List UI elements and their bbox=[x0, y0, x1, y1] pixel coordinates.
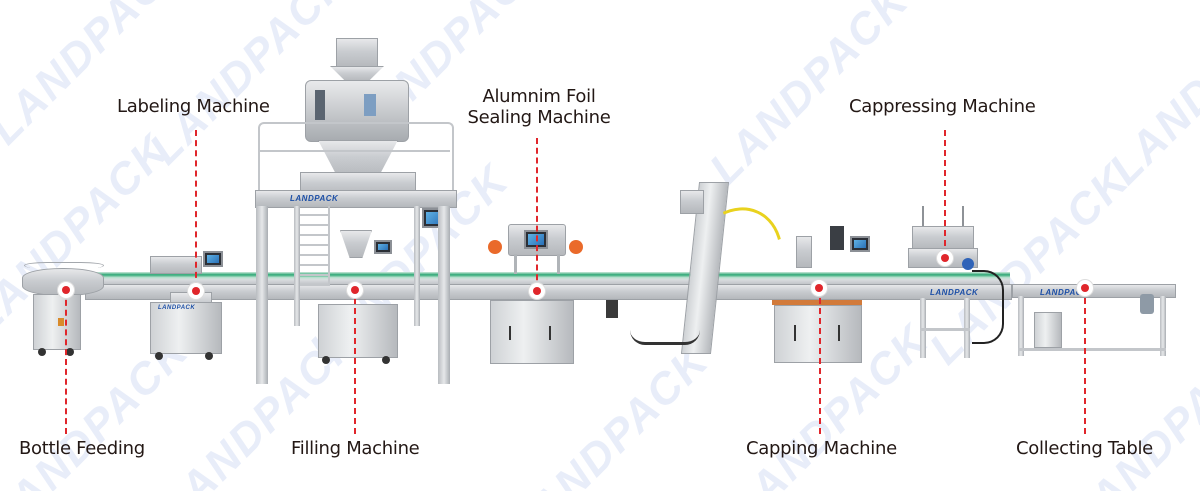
label-foil-sealing-machine: Alumnim Foil Sealing Machine bbox=[464, 86, 614, 128]
callout-dot-bottle-feeding bbox=[58, 282, 74, 298]
callout-dot-cappressing bbox=[937, 250, 953, 266]
callout-line-capping bbox=[819, 288, 821, 434]
callout-dot-filling bbox=[347, 282, 363, 298]
brand-logo: LANDPACK bbox=[158, 305, 196, 311]
callout-line-cappressing bbox=[944, 130, 946, 256]
callout-line-labeling bbox=[195, 130, 197, 288]
label-labeling-machine: Labeling Machine bbox=[117, 96, 270, 117]
label-foil-sealing-line1: Alumnim Foil bbox=[482, 86, 596, 107]
callout-dot-capping bbox=[811, 280, 827, 296]
callout-dot-labeling bbox=[188, 283, 204, 299]
label-capping-machine: Capping Machine bbox=[746, 438, 897, 459]
conveyor-frame bbox=[85, 284, 1012, 300]
callout-dot-collecting bbox=[1077, 280, 1093, 296]
label-cappressing-machine: Cappressing Machine bbox=[849, 96, 1036, 117]
watermark: LANDPACK bbox=[1100, 0, 1200, 194]
brand-logo: LANDPACK bbox=[290, 194, 339, 203]
brand-logo: LANDPACK bbox=[930, 288, 979, 297]
label-bottle-feeding: Bottle Feeding bbox=[19, 438, 145, 459]
label-filling-machine: Filling Machine bbox=[291, 438, 420, 459]
label-foil-sealing-line2: Sealing Machine bbox=[467, 107, 611, 128]
label-collecting-table: Collecting Table bbox=[1016, 438, 1153, 459]
callout-line-bottle-feeding bbox=[65, 290, 67, 434]
brand-logo: LANDPACK bbox=[1040, 288, 1089, 297]
callout-line-collecting bbox=[1084, 288, 1086, 434]
callout-line-filling bbox=[354, 288, 356, 434]
callout-dot-foil-sealing bbox=[529, 283, 545, 299]
callout-line-foil-sealing bbox=[536, 138, 538, 290]
